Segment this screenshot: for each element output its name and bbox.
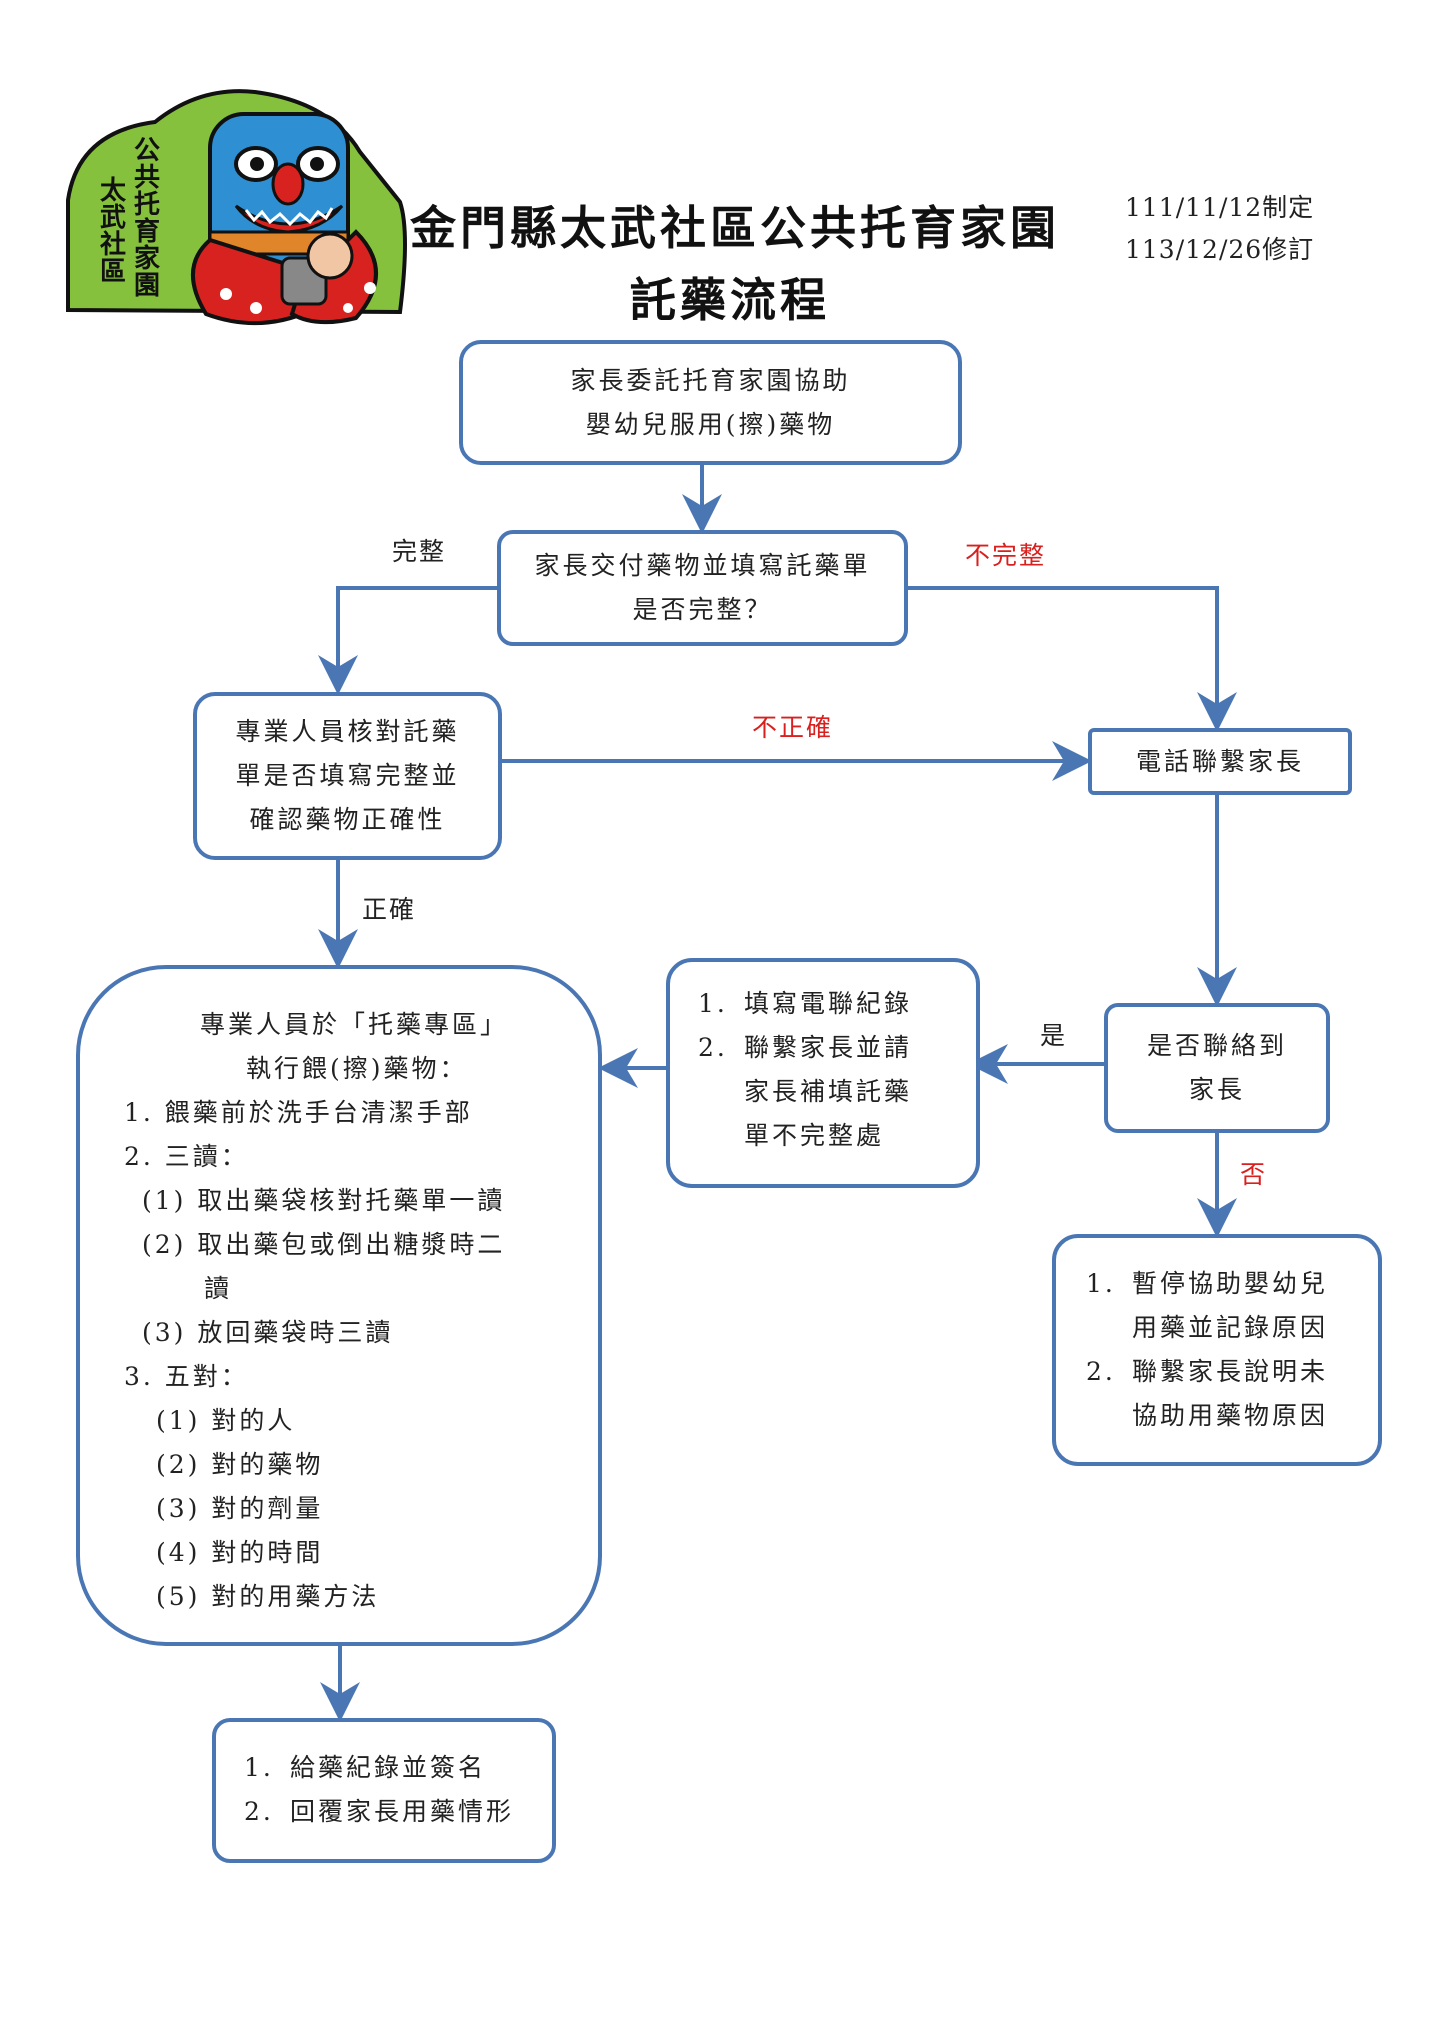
list-text: 協助用藥物原因	[1132, 1401, 1329, 1430]
arrow-submit-to-verify	[318, 586, 497, 695]
logo-text-left: 太武社區	[99, 176, 126, 287]
execute-check: (2) 對的藥物	[156, 1450, 324, 1479]
list-text: 給藥紀錄並簽名	[290, 1753, 487, 1782]
list-number: 2.	[244, 1797, 274, 1826]
logo: 公共托育家園 太武社區	[60, 82, 410, 342]
decision-form-complete: 家長交付藥物並填寫託藥單 是否完整？	[497, 530, 908, 646]
step-parent-request: 家長委託托育家園協助 嬰幼兒服用(擦)藥物	[459, 340, 962, 465]
list-item: 1. 給藥紀錄並簽名	[244, 1746, 552, 1790]
step-text: 是否聯絡到	[1146, 1031, 1287, 1060]
edge-label-incorrect: 不正確	[752, 713, 834, 742]
execute-substep: (2) 取出藥包或倒出糖漿時二	[142, 1230, 506, 1259]
execute-substep: 讀	[204, 1274, 233, 1303]
list-text: 回覆家長用藥情形	[290, 1797, 515, 1826]
list-text: 填寫電聯紀錄	[744, 989, 913, 1018]
logo-mascot-icon	[66, 89, 407, 326]
decision-parent-reached: 是否聯絡到 家長	[1104, 1003, 1330, 1133]
date-made: 111/11/12制定	[1125, 193, 1315, 222]
page-subtitle: 託藥流程	[630, 273, 830, 327]
list-text: 用藥並記錄原因	[1132, 1313, 1329, 1342]
step-text: 是否完整？	[632, 595, 773, 624]
step-text: 嬰幼兒服用(擦)藥物	[585, 409, 836, 439]
list-item: 2. 聯繫家長並請 家長補填託藥 單不完整處	[698, 1026, 976, 1158]
step-text: 專業人員核對託藥	[235, 717, 460, 746]
step-text: 確認藥物正確性	[249, 805, 446, 834]
step-staff-verify: 專業人員核對託藥 單是否填寫完整並 確認藥物正確性	[193, 692, 502, 860]
list-text: 家長補填託藥	[744, 1077, 913, 1106]
edge-label-incomplete: 不完整	[965, 541, 1047, 570]
step-administer-medication: 專業人員於「托藥專區」 執行餵(擦)藥物： 1. 餵藥前於洗手台清潔手部 2. …	[76, 965, 602, 1646]
list-number: 1.	[698, 989, 728, 1018]
list-item: 2. 聯繫家長說明未 協助用藥物原因	[1086, 1350, 1378, 1438]
step-call-parent: 電話聯繫家長	[1088, 728, 1352, 795]
list-text: 暫停協助嬰幼兒	[1132, 1269, 1329, 1298]
list-number: 2.	[698, 1033, 728, 1062]
execute-substep: (1) 取出藥袋核對托藥單一讀	[142, 1186, 506, 1215]
date-revised: 113/12/26修訂	[1125, 235, 1315, 264]
step-text: 家長	[1188, 1075, 1245, 1104]
step-record-call: 1. 填寫電聯紀錄 2. 聯繫家長並請 家長補填託藥 單不完整處	[666, 958, 980, 1188]
list-number: 1.	[244, 1753, 274, 1782]
edge-label-yes: 是	[1040, 1021, 1068, 1050]
execute-heading: 執行餵(擦)藥物：	[246, 1054, 468, 1083]
step-text: 家長委託托育家園協助	[570, 365, 851, 395]
list-number: 2.	[1086, 1357, 1116, 1386]
execute-heading: 專業人員於「托藥專區」	[200, 1010, 509, 1039]
execute-step: 2. 三讀：	[124, 1142, 249, 1171]
step-text: 電話聯繫家長	[1135, 746, 1304, 776]
edge-label-no: 否	[1240, 1160, 1268, 1189]
logo-text-right: 公共托育家園	[133, 136, 160, 301]
edge-label-correct: 正確	[362, 895, 417, 924]
execute-check: (3) 對的劑量	[156, 1494, 324, 1523]
arrow-submit-to-call	[908, 586, 1237, 732]
execute-check: (1) 對的人	[156, 1406, 296, 1435]
execute-step: 1. 餵藥前於洗手台清潔手部	[124, 1098, 473, 1127]
execute-check: (4) 對的時間	[156, 1538, 324, 1567]
list-item: 2. 回覆家長用藥情形	[244, 1790, 552, 1834]
page-title: 金門縣太武社區公共托育家園	[410, 201, 1060, 255]
list-number: 1.	[1086, 1269, 1116, 1298]
list-text: 單不完整處	[744, 1121, 885, 1150]
execute-check: (5) 對的用藥方法	[156, 1582, 380, 1611]
list-text: 聯繫家長並請	[744, 1033, 913, 1062]
list-item: 1. 暫停協助嬰幼兒 用藥並記錄原因	[1086, 1262, 1378, 1350]
execute-step: 3. 五對：	[124, 1362, 249, 1391]
step-text: 單是否填寫完整並	[235, 761, 460, 790]
execute-substep: (3) 放回藥袋時三讀	[142, 1318, 394, 1347]
step-suspend-medication: 1. 暫停協助嬰幼兒 用藥並記錄原因 2. 聯繫家長說明未 協助用藥物原因	[1052, 1234, 1382, 1466]
list-item: 1. 填寫電聯紀錄	[698, 982, 976, 1026]
list-text: 聯繫家長說明未	[1132, 1357, 1329, 1386]
step-text: 家長交付藥物並填寫託藥單	[534, 551, 871, 580]
edge-label-complete: 完整	[392, 537, 447, 566]
step-record-and-reply: 1. 給藥紀錄並簽名 2. 回覆家長用藥情形	[212, 1718, 556, 1863]
